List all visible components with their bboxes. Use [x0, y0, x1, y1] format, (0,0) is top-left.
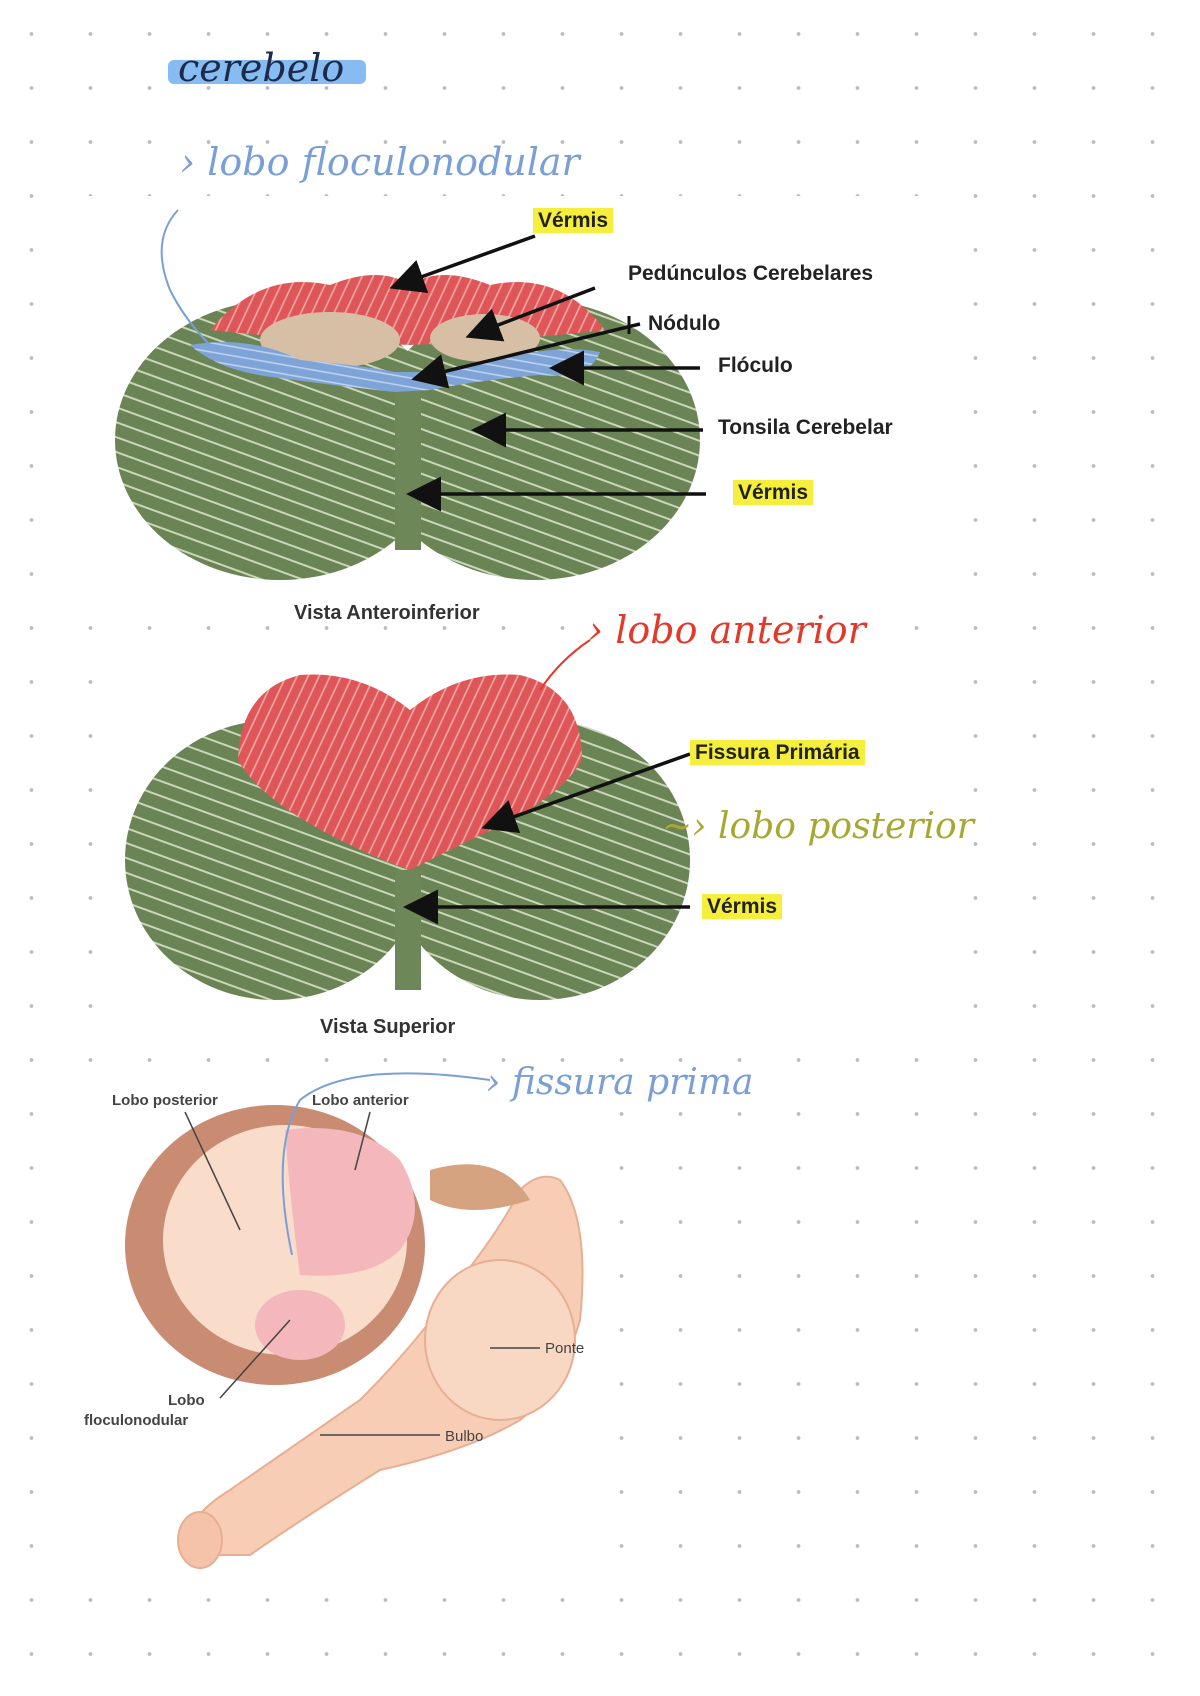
label-bulbo: Bulbo: [445, 1428, 483, 1445]
lobo-anterior-region: [285, 1128, 415, 1276]
label-ponte: Ponte: [545, 1340, 584, 1357]
label-floculonodular-2: floculonodular: [84, 1412, 188, 1429]
label-lobo-anterior: Lobo anterior: [312, 1092, 409, 1109]
fourth-ventricle-roof: [430, 1164, 530, 1210]
label-lobo-posterior: Lobo posterior: [112, 1092, 218, 1109]
note-fissura-prima: › fissura prima: [486, 1062, 753, 1103]
lobo-floculonodular-region: [255, 1290, 345, 1360]
label-floculonodular-1: Lobo: [168, 1392, 205, 1409]
bulbo-cut: [178, 1512, 222, 1568]
